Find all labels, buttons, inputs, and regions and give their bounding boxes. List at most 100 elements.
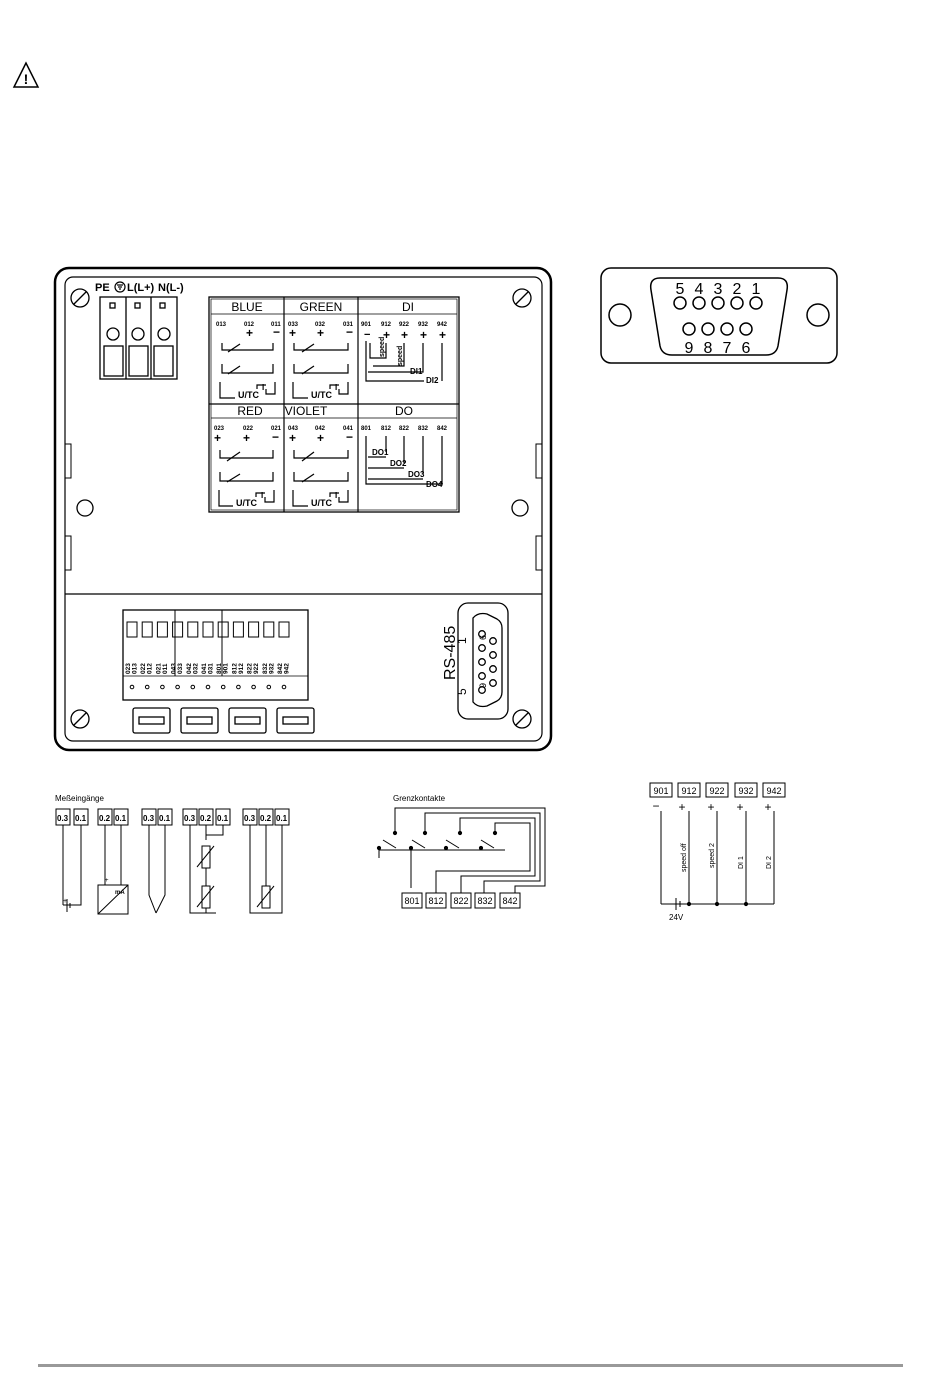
- terminal-screw: [236, 684, 241, 690]
- terminal-clamp: [202, 621, 214, 638]
- terminal-clamp: [141, 621, 153, 638]
- terminal-label: 942: [437, 322, 448, 328]
- channel-violet: VIOLET 043 042 041 + + − U/TC I: [285, 404, 354, 508]
- di-cell: DI 901 912 922 932 942 − + + + + speed s…: [361, 300, 448, 385]
- channel-green: GREEN 033 032 031 + + − U/TC I: [288, 300, 354, 400]
- limit-terminal-label: 812: [428, 896, 443, 906]
- input-terminal-label: 0.1: [276, 814, 288, 823]
- sign-symbol: −: [652, 799, 659, 813]
- sign-symbol: +: [707, 800, 714, 814]
- plus-symbol: +: [63, 898, 67, 905]
- minus-symbol: −: [346, 430, 353, 444]
- terminal-screw: [175, 684, 180, 690]
- sign-symbol: +: [401, 328, 408, 342]
- dsub-connector: 5 4 3 2 1 9 8 7 6: [600, 267, 838, 364]
- digital-inputs: 901 912 922 932 942 − + + + + speed off …: [649, 782, 786, 922]
- mode-label: U/TC: [311, 390, 332, 400]
- terminal-screw: [281, 684, 287, 690]
- terminal-label: 912: [381, 322, 392, 328]
- footer-rule: [38, 1364, 903, 1367]
- ma-label: mA: [115, 890, 125, 896]
- pin-label: 9: [478, 683, 488, 688]
- channel-name: VIOLET: [285, 404, 328, 418]
- strip-terminal-label: 801: [216, 663, 223, 674]
- terminal-label: 031: [343, 322, 354, 328]
- channel-name: RED: [237, 404, 263, 418]
- strip-terminal-label: 012: [147, 663, 154, 674]
- strip-terminal-label: 912: [238, 663, 245, 674]
- terminal-screw: [266, 684, 272, 690]
- digital-terminal-label: 922: [709, 786, 724, 796]
- wiring-label-plate: [208, 296, 460, 513]
- terminal-label: 043: [288, 426, 299, 432]
- pe-label: PE: [95, 282, 110, 294]
- strip-terminal-label: 032: [192, 663, 199, 674]
- channel-blue: BLUE 013 012 011 + − U/TC I: [216, 300, 281, 400]
- measurement-inputs: Meßeingänge 0.3 0.1 0.2 0.1 0.3 0.1 0.3 …: [55, 794, 290, 915]
- terminal-screw: [205, 684, 211, 690]
- strip-terminal-label: 011: [162, 663, 169, 674]
- di-title: DI: [402, 300, 414, 314]
- inputs-title: Meßeingänge: [55, 794, 104, 803]
- digital-terminal-label: 912: [681, 786, 696, 796]
- terminal-label: 901: [361, 322, 372, 328]
- terminal-screw: [144, 684, 150, 690]
- terminal-clamp: [248, 621, 260, 638]
- current-label: I: [335, 383, 337, 392]
- terminal-label: 033: [288, 322, 299, 328]
- sign-symbol: +: [439, 328, 446, 342]
- plus-symbol: +: [317, 326, 324, 340]
- l-label: L(L+): [127, 282, 155, 294]
- plus-symbol: +: [214, 431, 221, 445]
- speed-label: speed: [379, 337, 386, 357]
- terminal-clamp: [232, 621, 244, 638]
- screw-icon: [70, 288, 532, 729]
- terminal-label: 822: [399, 426, 410, 432]
- terminal-label: 842: [437, 426, 448, 432]
- di-line-label: DI2: [426, 376, 439, 385]
- warning-symbol: !: [24, 71, 29, 87]
- strip-terminal-label: 042: [186, 663, 193, 674]
- strip-terminal-label: 901: [223, 663, 230, 674]
- pin-label: 5: [455, 688, 469, 695]
- terminal-clamp: [172, 621, 184, 638]
- warning-icon: !: [12, 61, 40, 88]
- do-cell: DO 801 812 822 832 842 DO1 DO2 DO3 DO4: [361, 404, 448, 489]
- pin-label: 6: [742, 340, 751, 357]
- terminal-label: 801: [361, 426, 372, 432]
- strip-terminal-label: 942: [284, 663, 291, 674]
- mode-label: U/TC: [238, 390, 259, 400]
- sign-symbol: +: [383, 328, 390, 342]
- terminal-clamp: [187, 621, 199, 638]
- plus-symbol: +: [105, 878, 109, 884]
- strip-terminal-label: 023: [125, 663, 132, 674]
- limit-contacts: Grenzkontakte 801 812 822: [376, 794, 546, 909]
- pin-label: 5: [676, 281, 685, 298]
- minus-symbol: −: [273, 325, 280, 339]
- current-label: I: [262, 383, 264, 392]
- input-terminal-label: 0.3: [244, 814, 256, 823]
- sign-symbol: +: [678, 800, 685, 814]
- terminal-clamp: [217, 621, 229, 638]
- sign-symbol: −: [364, 329, 370, 341]
- strip-terminal-label: 033: [177, 663, 184, 674]
- terminal-clamp: [263, 621, 275, 638]
- terminal-screw: [251, 684, 256, 690]
- plus-symbol: +: [317, 431, 324, 445]
- terminal-label: 041: [343, 426, 354, 432]
- input-terminal-label: 0.1: [159, 814, 171, 823]
- plus-symbol: +: [243, 431, 250, 445]
- pin-label: 8: [704, 340, 713, 357]
- panel-feet: [132, 707, 315, 734]
- terminal-label: 013: [216, 322, 227, 328]
- strip-terminal-label: 041: [201, 663, 208, 674]
- strip-terminal-label: 022: [140, 663, 147, 674]
- strip-terminal-label: 822: [247, 663, 254, 674]
- input-terminal-label: 0.3: [57, 814, 69, 823]
- terminal-label: 011: [271, 322, 281, 328]
- mode-label: U/TC: [236, 498, 257, 508]
- channel-name: BLUE: [231, 300, 262, 314]
- input-terminal-label: 0.3: [184, 814, 196, 823]
